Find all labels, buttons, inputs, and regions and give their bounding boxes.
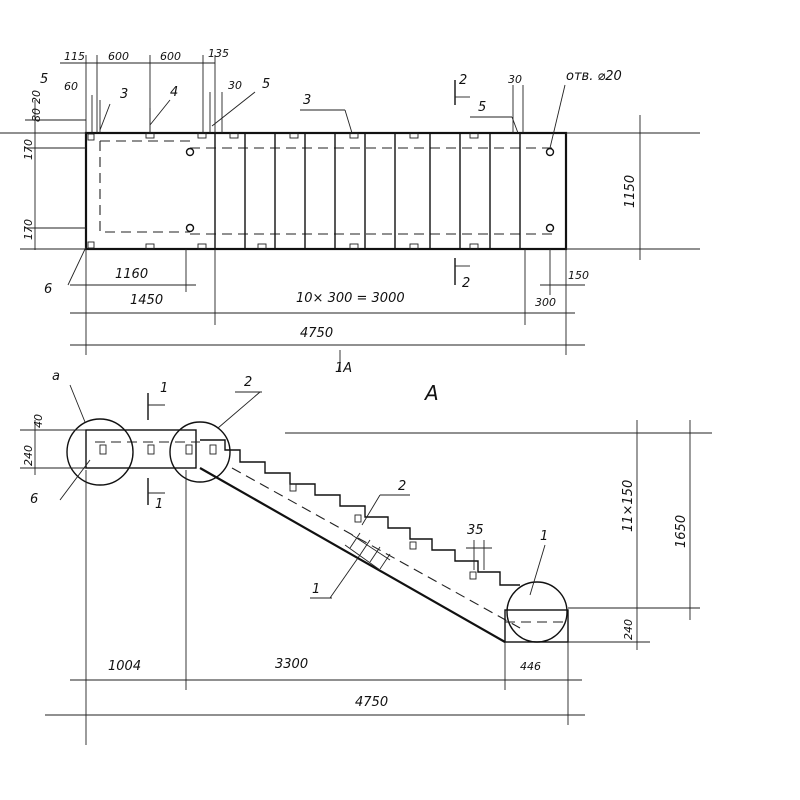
- dim-40: 40: [32, 414, 45, 428]
- dim-3300: 3300: [275, 657, 308, 672]
- dim-1160: 1160: [115, 267, 148, 282]
- callout-6-section: 6: [30, 492, 38, 507]
- dim-600a: 600: [108, 50, 129, 63]
- dim-135: 135: [208, 47, 229, 60]
- section-mark-2-bottom: 2: [462, 276, 470, 291]
- dim-300: 300: [535, 296, 556, 309]
- section-mark-2-top: 2: [459, 73, 467, 88]
- callout-30b: 30: [508, 73, 522, 86]
- callout-5b: 5: [262, 77, 270, 92]
- callout-5c: 5: [478, 100, 486, 115]
- callout-4: 4: [170, 85, 178, 100]
- dim-170a: 170: [22, 139, 35, 160]
- section-mark-1-bottom: 1: [155, 497, 163, 512]
- dim-115: 115: [64, 50, 85, 63]
- section-mark-1-top: 1: [160, 381, 168, 396]
- landing-section: [85, 429, 197, 469]
- dim-150: 150: [568, 269, 589, 282]
- section-title: А: [423, 381, 439, 405]
- plan-view: 115 600 600 135 5 60 3 4 30 5 3 2 5 30 о…: [0, 47, 700, 376]
- dim-4750-plan: 4750: [300, 326, 333, 341]
- flight-steps: [200, 439, 520, 586]
- dim-80: 80: [30, 108, 43, 122]
- dim-446: 446: [520, 660, 541, 673]
- dim-steps-section: 11×150: [621, 480, 636, 532]
- dim-170b: 170: [22, 219, 35, 240]
- section-mark-1a: 1А: [335, 361, 352, 376]
- flight-underside: [199, 467, 506, 643]
- landing-outline: [99, 140, 190, 233]
- callout-60: 60: [64, 80, 78, 93]
- dim-35: 35: [467, 523, 484, 538]
- plan-plates: [87, 132, 479, 250]
- callout-1-right: 1: [540, 529, 548, 544]
- callout-5a: 5: [40, 72, 48, 87]
- callout-2-mid: 2: [398, 479, 406, 494]
- callout-2-top: 2: [244, 375, 252, 390]
- dim-600b: 600: [160, 50, 181, 63]
- dim-240-left: 240: [22, 445, 35, 466]
- dim-steps-plan: 10× 300 = 3000: [296, 291, 405, 306]
- callout-a: а: [52, 369, 60, 384]
- detail-circle-a: [66, 418, 134, 486]
- hole-icon: [185, 147, 555, 233]
- dim-240-right: 240: [622, 619, 635, 640]
- callout-3b: 3: [303, 93, 311, 108]
- callout-1-mid: 1: [312, 582, 320, 597]
- reinforcement-hatch: [344, 532, 391, 571]
- plan-outline: [84, 131, 568, 251]
- section-view: А: [20, 369, 712, 745]
- dim-1450: 1450: [130, 293, 163, 308]
- callout-6: 6: [44, 282, 52, 297]
- dim-1150: 1150: [623, 175, 638, 208]
- dim-1650: 1650: [674, 515, 689, 548]
- detail-circle-1: [506, 581, 568, 643]
- detail-circle-2: [169, 421, 231, 483]
- plan-steps: [214, 133, 521, 249]
- dim-20: 20: [30, 90, 43, 104]
- callout-3a: 3: [120, 87, 128, 102]
- hole-callout: отв. ⌀20: [566, 69, 622, 84]
- callout-30a: 30: [228, 79, 242, 92]
- dim-4750-section: 4750: [355, 695, 388, 710]
- dim-1004: 1004: [108, 659, 141, 674]
